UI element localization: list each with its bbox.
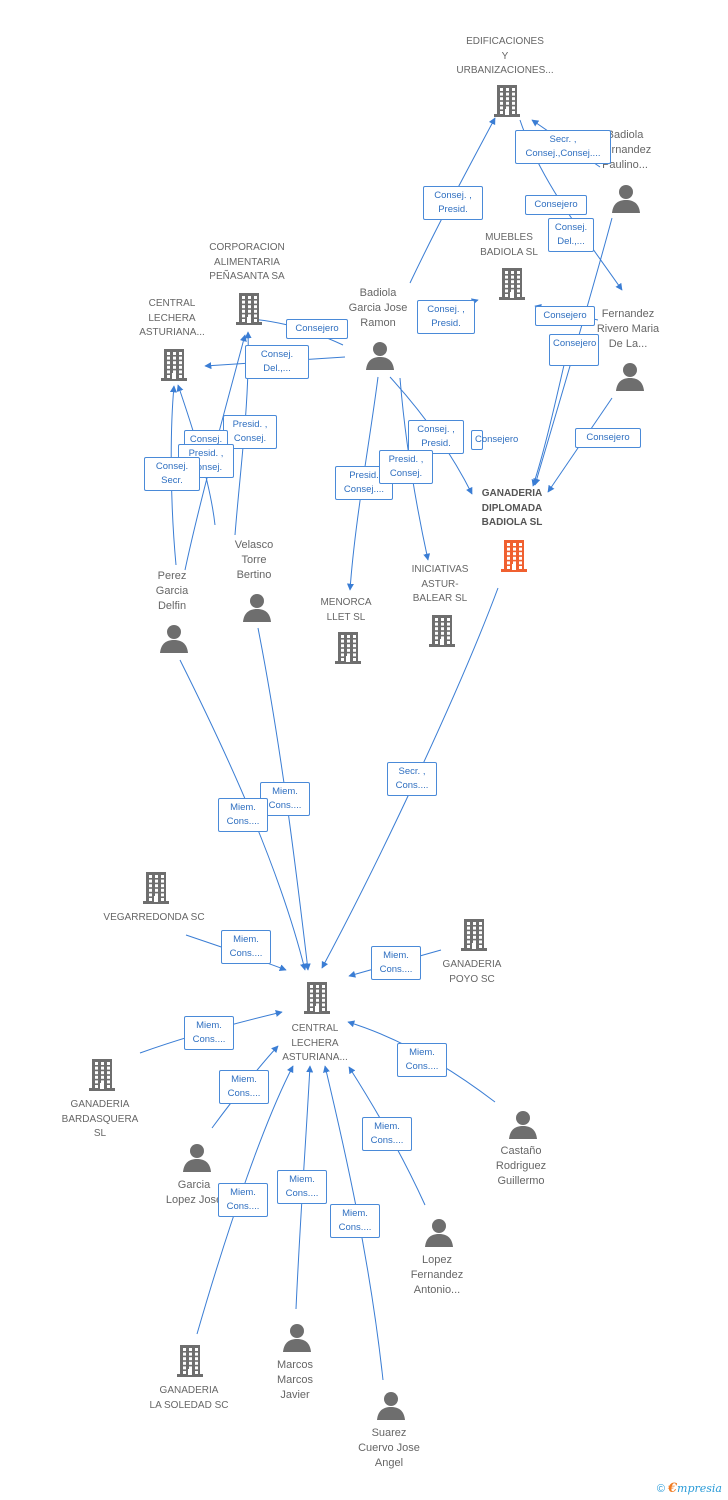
node-label-iniciativas[interactable]: INICIATIVAS ASTUR- BALEAR SL bbox=[411, 564, 469, 604]
node-label-muebles[interactable]: MUEBLES BADIOLA SL bbox=[480, 232, 538, 258]
person-icon[interactable] bbox=[615, 361, 645, 396]
person-icon[interactable] bbox=[282, 1322, 312, 1357]
edge-role-label[interactable]: Miem. Cons.... bbox=[397, 1043, 447, 1077]
node-label-edificaciones[interactable]: EDIFICACIONES Y URBANIZACIONES... bbox=[456, 36, 554, 76]
building-icon[interactable] bbox=[429, 613, 455, 652]
edge-role-label[interactable]: Consej. Secr. bbox=[144, 457, 200, 491]
edge-role-label[interactable]: Miem. Cons.... bbox=[218, 798, 268, 832]
edge-role-label[interactable]: Presid. , Consej. bbox=[223, 415, 277, 449]
node-label-castano[interactable]: Castaño Rodriguez Guillermo bbox=[495, 1145, 547, 1187]
edge-role-label[interactable]: Miem. Cons.... bbox=[260, 782, 310, 816]
node-label-ganaderia-poyo[interactable]: GANADERIA POYO SC bbox=[442, 959, 502, 985]
building-icon[interactable] bbox=[335, 630, 361, 669]
copyright-symbol: © bbox=[656, 1483, 665, 1495]
person-icon[interactable] bbox=[376, 1390, 406, 1425]
edge-line bbox=[196, 1065, 294, 1335]
person-icon[interactable] bbox=[424, 1217, 454, 1252]
node-label-central-main[interactable]: CENTRAL LECHERA ASTURIANA... bbox=[282, 1023, 348, 1063]
building-icon[interactable] bbox=[177, 1343, 203, 1382]
edge-role-label[interactable]: Miem. Cons.... bbox=[371, 946, 421, 980]
edge-role-label[interactable]: Consejero bbox=[575, 428, 641, 448]
edge-role-label[interactable]: Miem. Cons.... bbox=[218, 1183, 268, 1217]
building-icon[interactable] bbox=[304, 980, 330, 1019]
person-icon[interactable] bbox=[242, 592, 272, 627]
edge-role-label[interactable]: Presid. , Consej. bbox=[379, 450, 433, 484]
edge-role-label[interactable]: Secr. , Cons.... bbox=[387, 762, 437, 796]
person-icon[interactable] bbox=[182, 1142, 212, 1177]
building-icon[interactable] bbox=[236, 291, 262, 330]
building-icon[interactable] bbox=[501, 538, 527, 577]
node-label-suarez[interactable]: Suarez Cuervo Jose Angel bbox=[358, 1427, 420, 1469]
edge-role-label[interactable]: Consejero bbox=[471, 430, 518, 450]
edge-role-label[interactable]: Consej. , Presid. bbox=[423, 186, 483, 220]
edge-role-label[interactable]: Consejero bbox=[549, 334, 599, 366]
node-label-perez[interactable]: Perez Garcia Delfin bbox=[155, 570, 189, 612]
node-label-ganaderia-diplomada[interactable]: GANADERIA DIPLOMADA BADIOLA SL bbox=[481, 488, 543, 528]
edge-role-label[interactable]: Miem. Cons.... bbox=[330, 1204, 380, 1238]
edge-role-label[interactable]: Consejero bbox=[525, 195, 587, 215]
building-icon[interactable] bbox=[494, 83, 520, 122]
node-label-fernandez-rivero[interactable]: Fernandez Rivero Maria De La... bbox=[596, 308, 660, 350]
edge-role-label[interactable]: Consej. Del.,... bbox=[245, 345, 309, 379]
person-icon[interactable] bbox=[611, 183, 641, 218]
person-icon[interactable] bbox=[508, 1109, 538, 1144]
edge-role-label[interactable]: Consej. , Presid. bbox=[408, 420, 464, 454]
node-label-central-top[interactable]: CENTRAL LECHERA ASTURIANA... bbox=[139, 298, 205, 338]
node-label-badiola-ramon[interactable]: Badiola Garcia Jose Ramon bbox=[348, 287, 408, 329]
person-icon[interactable] bbox=[365, 340, 395, 375]
node-label-garcia-lopez[interactable]: Garcia Lopez Jose bbox=[165, 1179, 223, 1206]
building-icon[interactable] bbox=[161, 347, 187, 386]
edge-role-label[interactable]: Miem. Cons.... bbox=[221, 930, 271, 964]
building-icon[interactable] bbox=[89, 1057, 115, 1096]
edge-role-label[interactable]: Miem. Cons.... bbox=[277, 1170, 327, 1204]
node-label-soledad[interactable]: GANADERIA LA SOLEDAD SC bbox=[149, 1385, 229, 1411]
footer-brand[interactable]: © €mpresia bbox=[657, 1481, 722, 1496]
edge-role-label[interactable]: Miem. Cons.... bbox=[219, 1070, 269, 1104]
node-label-bardasquera[interactable]: GANADERIA BARDASQUERA SL bbox=[61, 1099, 139, 1139]
edge-role-label[interactable]: Miem. Cons.... bbox=[184, 1016, 234, 1050]
brand-name: mpresia bbox=[677, 1482, 722, 1495]
building-icon[interactable] bbox=[499, 266, 525, 305]
edge-role-label[interactable]: Miem. Cons.... bbox=[362, 1117, 412, 1151]
node-label-velasco[interactable]: Velasco Torre Bertino bbox=[234, 539, 274, 581]
building-icon[interactable] bbox=[143, 870, 169, 909]
node-label-corporacion[interactable]: CORPORACION ALIMENTARIA PEÑASANTA SA bbox=[209, 242, 285, 282]
node-label-menorca[interactable]: MENORCA LLET SL bbox=[320, 597, 372, 623]
edge-role-label[interactable]: Consejero bbox=[286, 319, 348, 339]
node-label-marcos[interactable]: Marcos Marcos Javier bbox=[276, 1359, 314, 1401]
edge-role-label[interactable]: Consej. , Presid. bbox=[417, 300, 475, 334]
edge-role-label[interactable]: Consejero bbox=[535, 306, 595, 326]
edge-role-label[interactable]: Consej. Del.,... bbox=[548, 218, 594, 252]
edge-role-label[interactable]: Secr. , Consej.,Consej.... bbox=[515, 130, 611, 164]
node-label-badiola-paulino[interactable]: Badiola Fernandez Paulino... bbox=[598, 129, 652, 171]
brand-logo-e: € bbox=[667, 1481, 678, 1496]
person-icon[interactable] bbox=[159, 623, 189, 658]
building-icon[interactable] bbox=[461, 917, 487, 956]
node-label-vegarredonda[interactable]: VEGARREDONDA SC bbox=[103, 912, 205, 923]
node-label-lopez-fernandez[interactable]: Lopez Fernandez Antonio... bbox=[410, 1254, 464, 1296]
